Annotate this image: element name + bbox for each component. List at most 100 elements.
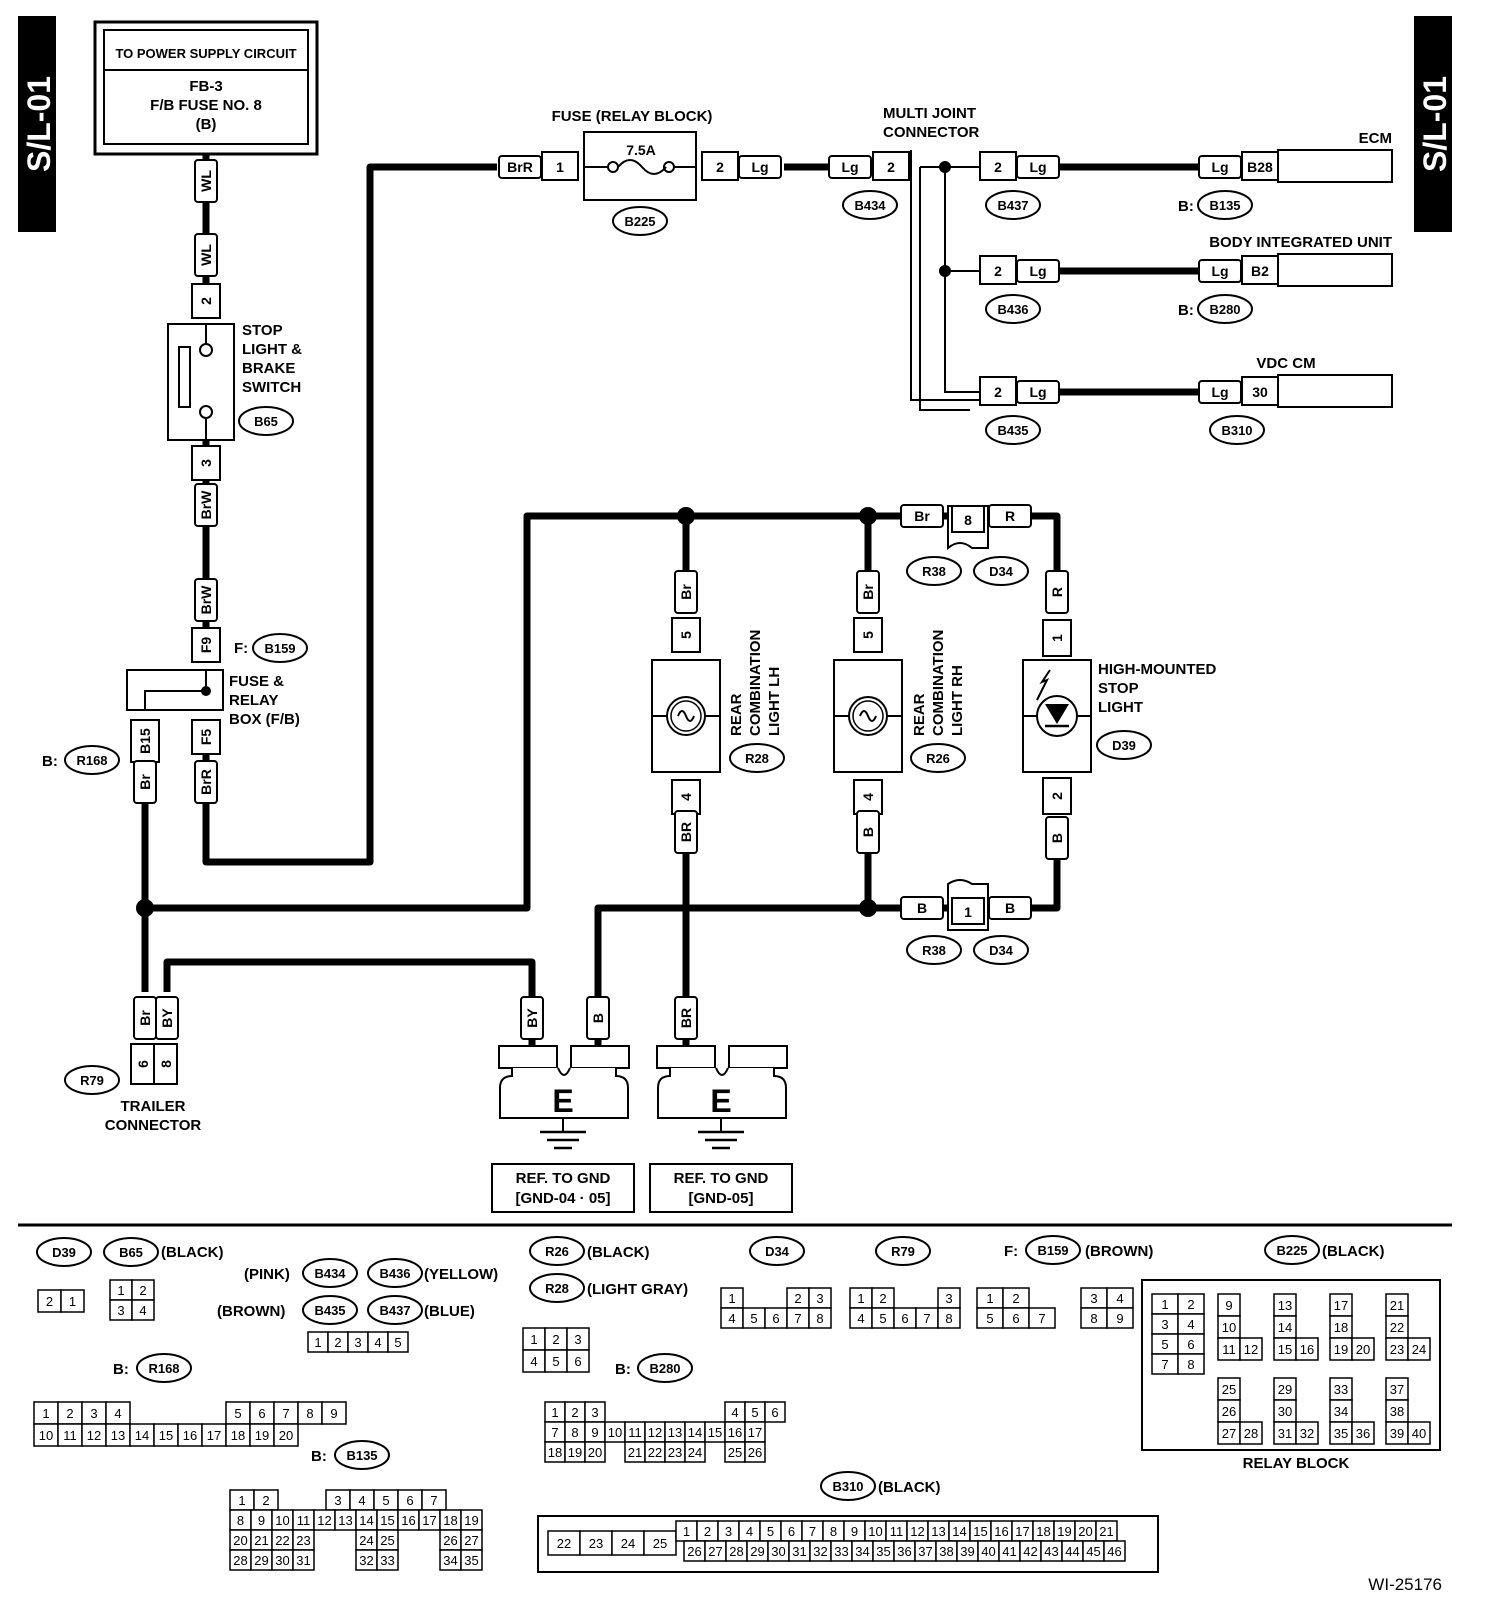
svg-text:16: 16 — [994, 1524, 1008, 1539]
svg-text:23: 23 — [296, 1533, 310, 1548]
svg-text:34: 34 — [1334, 1404, 1348, 1419]
svg-text:Br: Br — [137, 1010, 153, 1026]
svg-text:38: 38 — [939, 1544, 953, 1559]
svg-text:8: 8 — [1187, 1357, 1194, 1372]
svg-text:17: 17 — [1015, 1524, 1029, 1539]
svg-text:B65: B65 — [254, 414, 278, 429]
svg-text:45: 45 — [1086, 1544, 1100, 1559]
svg-text:Br: Br — [914, 508, 930, 524]
svg-text:23: 23 — [589, 1536, 603, 1551]
svg-text:24: 24 — [1412, 1342, 1426, 1357]
wire-color-tag: Lg — [1016, 380, 1060, 404]
svg-text:31: 31 — [792, 1544, 806, 1559]
side-tag-right: S/L-01 — [1414, 16, 1453, 232]
svg-text:28: 28 — [233, 1553, 247, 1568]
svg-text:41: 41 — [1002, 1544, 1016, 1559]
svg-text:17: 17 — [422, 1513, 436, 1528]
wire-color-tag: BY — [520, 996, 544, 1040]
svg-text:R79: R79 — [891, 1244, 915, 1259]
svg-text:19: 19 — [1334, 1342, 1348, 1357]
svg-text:COMBINATION: COMBINATION — [747, 630, 764, 736]
svg-text:44: 44 — [1065, 1544, 1079, 1559]
svg-text:2: 2 — [704, 1524, 711, 1539]
svg-text:5: 5 — [986, 1311, 993, 1326]
wire-color-tag: Lg — [1198, 259, 1242, 283]
svg-text:B435: B435 — [997, 423, 1028, 438]
svg-text:B310: B310 — [1221, 423, 1252, 438]
multi-joint-connector: MULTI JOINT CONNECTOR 2 B434 — [842, 105, 1054, 401]
svg-text:B436: B436 — [997, 302, 1028, 317]
svg-text:27: 27 — [464, 1533, 478, 1548]
svg-text:8: 8 — [158, 1060, 174, 1068]
svg-text:2: 2 — [552, 1332, 559, 1347]
svg-text:3: 3 — [117, 1303, 124, 1318]
svg-text:B:: B: — [615, 1361, 631, 1378]
svg-text:13: 13 — [931, 1524, 945, 1539]
svg-text:Lg: Lg — [751, 159, 768, 175]
svg-text:B2: B2 — [1251, 263, 1269, 279]
svg-text:37: 37 — [918, 1544, 932, 1559]
svg-text:20: 20 — [1078, 1524, 1092, 1539]
svg-text:B: B — [1049, 833, 1065, 843]
svg-text:43: 43 — [1044, 1544, 1058, 1559]
svg-text:R: R — [1005, 508, 1015, 524]
svg-text:7: 7 — [282, 1406, 289, 1421]
svg-text:18: 18 — [1334, 1320, 1348, 1335]
svg-text:6: 6 — [135, 1060, 151, 1068]
power-box-line2: F/B FUSE NO. 8 — [150, 97, 262, 114]
svg-text:B28: B28 — [1247, 159, 1273, 175]
svg-text:22: 22 — [1390, 1320, 1404, 1335]
power-box-line3: (B) — [196, 116, 217, 133]
svg-text:25: 25 — [728, 1445, 742, 1460]
svg-text:5: 5 — [552, 1354, 559, 1369]
svg-text:2: 2 — [887, 159, 895, 175]
mj-branch-ecm: 2 B437 B28 ECM B: B135 — [979, 130, 1393, 220]
svg-text:(BLUE): (BLUE) — [424, 1303, 475, 1320]
svg-text:4: 4 — [139, 1303, 146, 1318]
svg-text:Lg: Lg — [841, 159, 858, 175]
svg-text:6: 6 — [901, 1311, 908, 1326]
stop-light-brake-switch: 2 3 STOP LIGHT & BRAKE SWITCH B65 — [167, 283, 302, 481]
wire-color-tag: Br — [674, 570, 698, 614]
svg-text:R38: R38 — [922, 943, 946, 958]
svg-text:STOP: STOP — [242, 322, 283, 339]
svg-text:46: 46 — [1107, 1544, 1121, 1559]
svg-text:12: 12 — [648, 1425, 662, 1440]
svg-text:23: 23 — [668, 1445, 682, 1460]
svg-text:(BLACK): (BLACK) — [1322, 1243, 1384, 1260]
svg-text:26: 26 — [687, 1544, 701, 1559]
svg-text:15: 15 — [159, 1428, 173, 1443]
svg-text:F:: F: — [1004, 1243, 1018, 1260]
svg-text:R79: R79 — [80, 1073, 104, 1088]
svg-text:3: 3 — [816, 1291, 823, 1306]
svg-text:4: 4 — [1187, 1317, 1194, 1332]
svg-text:13: 13 — [111, 1428, 125, 1443]
svg-text:10: 10 — [608, 1425, 622, 1440]
multi-joint-bus — [919, 166, 985, 411]
svg-text:2: 2 — [1049, 792, 1065, 800]
svg-text:21: 21 — [254, 1533, 268, 1548]
svg-text:BrW: BrW — [198, 585, 214, 615]
svg-text:7: 7 — [1161, 1357, 1168, 1372]
svg-text:Lg: Lg — [1029, 263, 1046, 279]
svg-text:BODY INTEGRATED UNIT: BODY INTEGRATED UNIT — [1209, 234, 1392, 251]
svg-text:TRAILER: TRAILER — [121, 1098, 186, 1115]
svg-text:31: 31 — [296, 1553, 310, 1568]
connector-legend: D39 B65 (BLACK) (PINK) B434 B436 (YELLOW… — [36, 1235, 1441, 1501]
svg-text:39: 39 — [960, 1544, 974, 1559]
power-box-title: TO POWER SUPPLY CIRCUIT — [115, 46, 296, 61]
svg-text:BrW: BrW — [198, 490, 214, 520]
wire-color-tag: BR — [674, 810, 698, 854]
svg-text:29: 29 — [1278, 1382, 1292, 1397]
svg-text:WL: WL — [198, 244, 214, 266]
wire-color-tag: BrR — [194, 760, 218, 804]
wire-color-tag: B — [856, 810, 880, 854]
svg-text:15: 15 — [380, 1513, 394, 1528]
svg-text:B: B — [1005, 900, 1015, 916]
svg-text:(BLACK): (BLACK) — [587, 1244, 649, 1261]
